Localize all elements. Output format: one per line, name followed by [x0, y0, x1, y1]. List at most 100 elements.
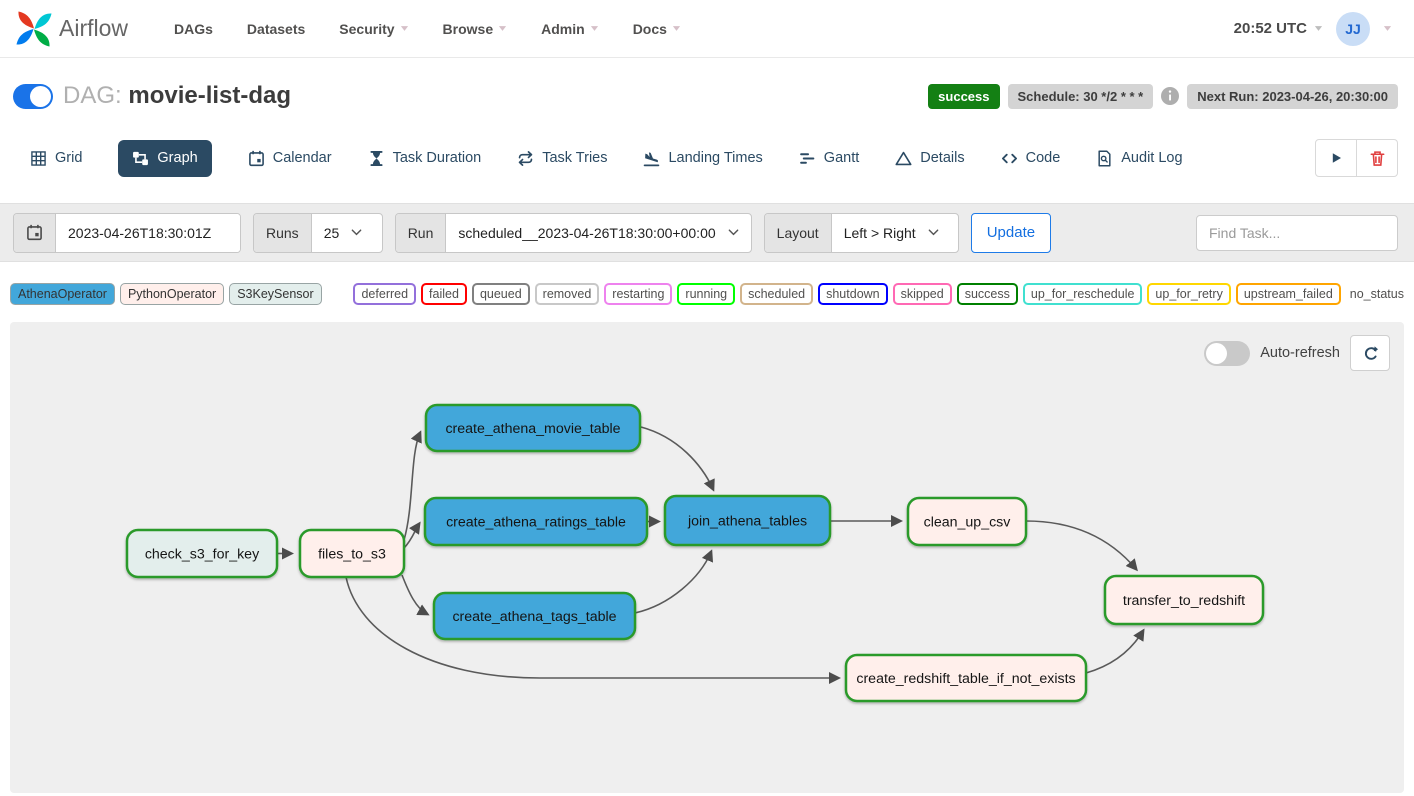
- toggle-knob: [30, 85, 51, 107]
- task-node-files_to_s3[interactable]: files_to_s3: [298, 528, 406, 579]
- task-node-create_athena_tags_table[interactable]: create_athena_tags_table: [432, 591, 637, 641]
- nav-item-datasets[interactable]: Datasets: [247, 21, 305, 37]
- status-legend-badge-skipped: skipped: [892, 283, 952, 305]
- tab-details[interactable]: Details: [895, 150, 965, 167]
- caret-down-icon: [1314, 24, 1323, 33]
- svg-text:clean_up_csv: clean_up_csv: [924, 515, 1012, 531]
- brand-text: Airflow: [59, 15, 129, 41]
- nav-item-label: Admin: [541, 20, 585, 37]
- status-legend-badge-shutdown: shutdown: [818, 283, 888, 305]
- edge-clean_up_csv-to-transfer_to_redshift: [1025, 520, 1138, 572]
- chevron-down-icon: [928, 227, 939, 238]
- caret-down-icon: [1383, 24, 1392, 33]
- svg-text:create_redshift_table_if_not_e: create_redshift_table_if_not_exists: [856, 671, 1075, 687]
- caret-down-icon: [498, 24, 507, 33]
- dag-graph-panel: Auto-refresh check_s3_for_key files_to_s3…: [10, 322, 1404, 793]
- nav-item-label: Security: [339, 20, 395, 37]
- trash-icon: [1369, 150, 1386, 167]
- nav-item-dags[interactable]: DAGs: [174, 21, 213, 37]
- runs-select[interactable]: 25: [312, 214, 382, 252]
- update-button[interactable]: Update: [970, 212, 1052, 253]
- tab-calendar[interactable]: Calendar: [248, 150, 332, 167]
- dag-pause-toggle[interactable]: [13, 83, 53, 109]
- nav-item-admin[interactable]: Admin: [541, 21, 599, 37]
- task-node-check_s3_for_key[interactable]: check_s3_for_key: [125, 528, 279, 579]
- status-legend-badge-up_for_reschedule: up_for_reschedule: [1022, 283, 1143, 305]
- svg-text:check_s3_for_key: check_s3_for_key: [145, 547, 260, 563]
- nav-item-label: DAGs: [174, 20, 213, 37]
- layout-label: Layout: [764, 213, 832, 252]
- nav-item-security[interactable]: Security: [339, 21, 408, 37]
- task-node-create_redshift_table_if_not_exists[interactable]: create_redshift_table_if_not_exists: [844, 653, 1088, 703]
- runs-label: Runs: [254, 213, 312, 252]
- tab-label: Landing Times: [668, 150, 763, 166]
- edge-files_to_s3-to-create_athena_ratings_table: [403, 521, 421, 549]
- tab-label: Gantt: [823, 150, 860, 166]
- code-icon: [1001, 150, 1018, 167]
- tab-label: Grid: [55, 150, 83, 166]
- base-date-input[interactable]: [56, 213, 240, 252]
- auto-refresh-controls: Auto-refresh: [1204, 335, 1390, 371]
- status-legend-badge-up_for_retry: up_for_retry: [1147, 283, 1231, 305]
- tab-label: Code: [1025, 150, 1061, 166]
- refresh-button[interactable]: [1350, 335, 1390, 371]
- edge-files_to_s3-to-create_athena_movie_table: [403, 430, 422, 541]
- status-legend-no-status: no_status: [1349, 287, 1404, 301]
- edge-create_athena_movie_table-to-join_athena_tables: [640, 426, 715, 492]
- dag-graph-canvas: check_s3_for_key files_to_s3 create_athena…: [10, 322, 1404, 793]
- tab-gantt[interactable]: Gantt: [799, 150, 859, 167]
- nav-item-docs[interactable]: Docs: [633, 21, 681, 37]
- clock-label: 20:52 UTC: [1233, 20, 1307, 37]
- next-run-badge: Next Run: 2023-04-26, 20:30:00: [1187, 83, 1398, 109]
- caret-down-icon: [400, 24, 409, 33]
- auto-refresh-toggle[interactable]: [1204, 340, 1251, 366]
- status-legend-badge-running: running: [677, 283, 736, 305]
- caret-down-icon: [590, 24, 599, 33]
- airflow-logo-icon: [14, 9, 54, 49]
- tab-code[interactable]: Code: [1001, 150, 1061, 167]
- status-legend-badge-removed: removed: [534, 283, 600, 305]
- trigger-dag-button[interactable]: [1316, 140, 1357, 176]
- repeat-icon: [517, 150, 534, 167]
- dag-label-prefix: DAG:: [63, 82, 122, 109]
- run-select[interactable]: scheduled__2023-04-26T18:30:00+00:00: [446, 214, 750, 252]
- run-group: Run scheduled__2023-04-26T18:30:00+00:00: [394, 212, 752, 253]
- tab-grid[interactable]: Grid: [30, 150, 82, 167]
- clock-dropdown[interactable]: 20:52 UTC: [1234, 20, 1323, 37]
- details-icon: [895, 150, 912, 167]
- tab-task-tries[interactable]: Task Tries: [517, 150, 607, 167]
- task-node-clean_up_csv[interactable]: clean_up_csv: [906, 496, 1028, 547]
- tab-label: Graph: [157, 150, 198, 166]
- svg-text:create_athena_movie_table: create_athena_movie_table: [445, 421, 620, 437]
- schedule-badge[interactable]: Schedule: 30 */2 * * *: [1007, 83, 1154, 109]
- tab-graph[interactable]: Graph: [118, 139, 212, 177]
- chevron-down-icon: [728, 227, 739, 238]
- task-node-create_athena_movie_table[interactable]: create_athena_movie_table: [424, 403, 642, 453]
- tab-label: Audit Log: [1121, 150, 1183, 166]
- info-icon: [1161, 87, 1180, 105]
- dag-header-badges: success Schedule: 30 */2 * * * Next Run:…: [928, 83, 1398, 109]
- caret-down-icon: [672, 24, 681, 33]
- dag-action-buttons: [1315, 139, 1398, 177]
- delete-dag-button[interactable]: [1357, 140, 1397, 176]
- status-legend-badge-failed: failed: [421, 283, 467, 305]
- status-legend-badge-queued: queued: [471, 283, 530, 305]
- svg-text:create_athena_tags_table: create_athena_tags_table: [452, 609, 616, 625]
- user-avatar[interactable]: JJ: [1336, 11, 1370, 46]
- tab-task-duration[interactable]: Task Duration: [368, 150, 481, 167]
- find-task-input[interactable]: [1196, 214, 1398, 251]
- task-node-create_athena_ratings_table[interactable]: create_athena_ratings_table: [423, 496, 649, 547]
- task-node-transfer_to_redshift[interactable]: transfer_to_redshift: [1103, 574, 1265, 626]
- svg-text:files_to_s3: files_to_s3: [318, 547, 386, 563]
- gantt-icon: [799, 150, 816, 167]
- task-node-join_athena_tables[interactable]: join_athena_tables: [663, 494, 832, 547]
- tab-landing-times[interactable]: Landing Times: [643, 150, 763, 167]
- nav-item-browse[interactable]: Browse: [443, 21, 508, 37]
- svg-text:create_athena_ratings_table: create_athena_ratings_table: [446, 515, 626, 531]
- play-icon: [1328, 150, 1344, 166]
- airflow-home-link[interactable]: Airflow: [14, 9, 128, 49]
- tab-audit-log[interactable]: Audit Log: [1096, 150, 1183, 167]
- layout-select[interactable]: Left > Right: [832, 214, 958, 252]
- edge-files_to_s3-to-create_redshift_table_if_not_exists: [345, 576, 841, 684]
